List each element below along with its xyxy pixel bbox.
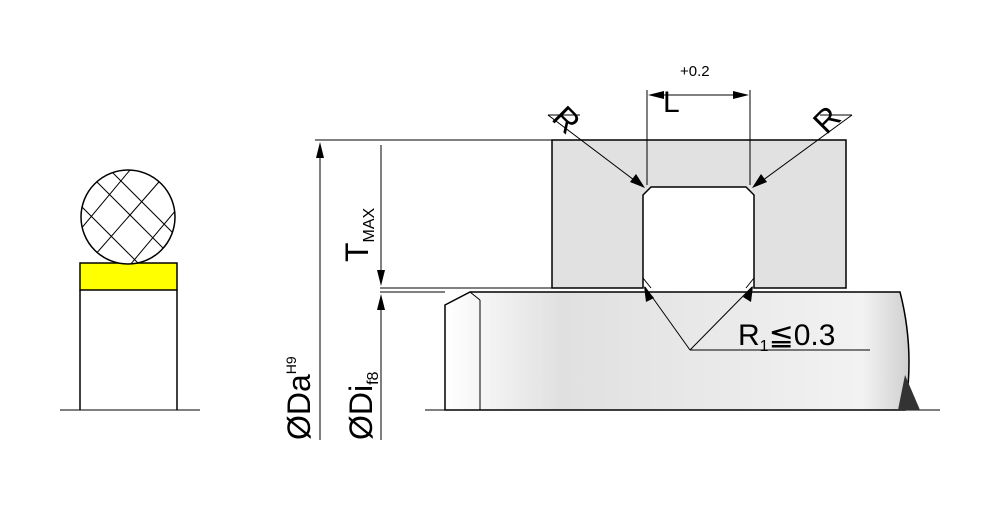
di-label: ØDif8: [343, 371, 382, 440]
groove-chamfer-left: [642, 277, 652, 289]
o-ring-hatch: [81, 170, 175, 264]
housing: [551, 139, 847, 289]
groove-chamfer-right: [745, 277, 755, 289]
da-label: ØDaH9: [281, 356, 317, 440]
seal-cross-section: [60, 169, 200, 411]
rod-chamfer: [898, 375, 920, 410]
l-label: L: [663, 86, 680, 119]
r-left-label: R: [545, 99, 587, 141]
r1-leader-right: [689, 286, 753, 351]
rod: [444, 291, 910, 411]
r-right-leader: [754, 114, 853, 187]
t-max-label: TMAX: [339, 207, 378, 262]
r-left-leader: [547, 114, 643, 187]
r-right-label: R: [806, 99, 848, 141]
tolerance-label: +0.2: [680, 63, 710, 80]
r1-label: R1≦0.3: [738, 319, 835, 355]
cap-ring: [79, 262, 178, 291]
gland-drawing: [315, 90, 940, 440]
